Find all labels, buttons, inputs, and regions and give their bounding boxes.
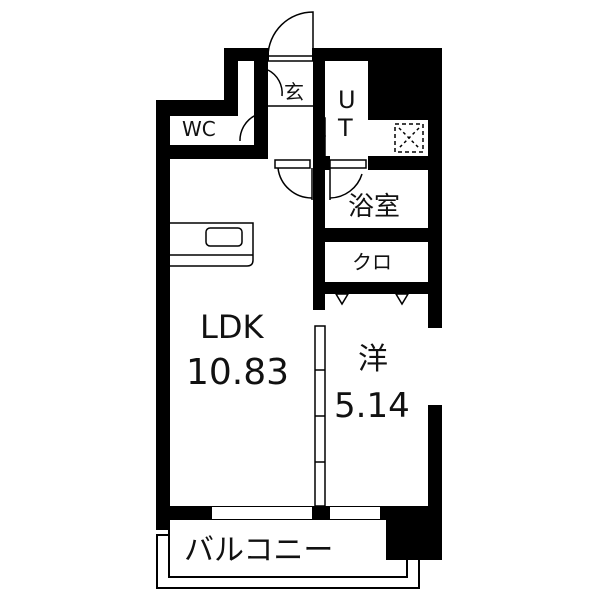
hall-opening [268,110,313,156]
ut-label-t: T [338,114,353,142]
right-outer-wall [428,48,442,328]
bath-label: 浴室 [348,192,401,222]
ldk-area: 10.83 [186,352,290,393]
center-wall [313,60,325,310]
upper-left-wall [224,48,238,116]
closet-label: クロ [352,250,392,274]
top-wall [224,48,269,61]
ldk-room [170,159,313,506]
front-door-swing [267,11,314,61]
entrance-opening [268,61,313,96]
balcony-inner-rail [168,518,408,578]
ut-label-u: U [338,86,356,114]
balcony-corner-block [386,515,442,560]
western-window [330,507,380,519]
western-label: 洋 [358,342,388,377]
entrance-label: 玄 [284,80,304,104]
closet-room [327,242,428,282]
ldk-window [212,507,312,519]
bath-room [327,170,428,228]
balcony-label: バルコニー [184,533,334,568]
wc-bottom-wall [156,145,268,159]
western-room [327,294,428,506]
wc-label: WC [182,117,216,141]
bath-bottom-wall [313,228,433,242]
ldk-label: LDK [200,308,264,346]
left-outer-wall [156,100,170,530]
ut-room-lower [327,120,428,156]
western-area: 5.14 [334,386,410,426]
top-left-wall [156,100,236,116]
side-window [429,330,441,405]
closet-bottom-wall [313,282,433,294]
